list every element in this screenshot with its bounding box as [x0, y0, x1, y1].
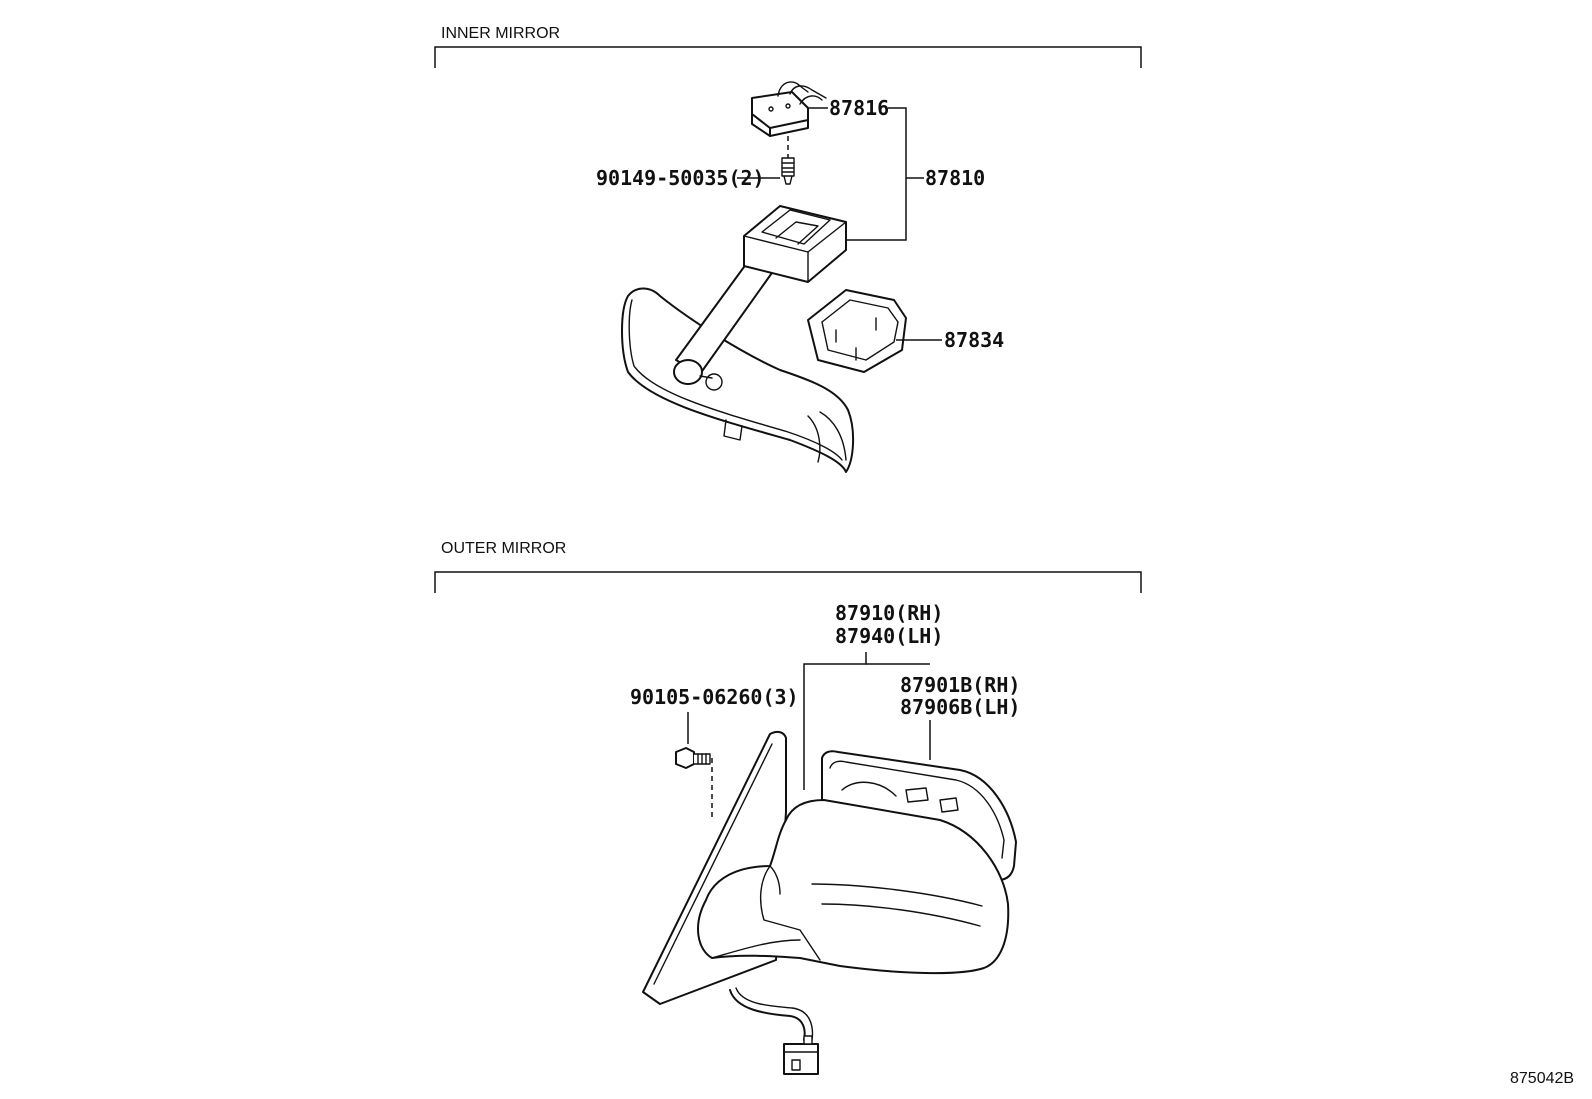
screw-90149 — [781, 136, 795, 185]
part-label-87816: 87816 — [829, 96, 889, 120]
mirror-mount-bracket — [751, 81, 827, 137]
part-label-90105: 90105-06260(3) — [630, 685, 799, 709]
part-label-87910: 87910(RH) — [835, 601, 943, 625]
outer-mirror-assembly — [642, 730, 1017, 1075]
part-label-87834: 87834 — [944, 328, 1004, 352]
part-label-87906b: 87906B(LH) — [900, 695, 1020, 719]
section-title-inner: INNER MIRROR — [441, 25, 560, 42]
figure-ref-code: 875042B — [1510, 1070, 1574, 1087]
leader-87810 — [846, 107, 907, 241]
bolt-90105 — [675, 747, 713, 820]
inner-mirror-assembly — [621, 205, 855, 473]
section-title-outer: OUTER MIRROR — [441, 540, 566, 557]
section-bracket-inner — [434, 46, 1142, 68]
part-label-87940: 87940(LH) — [835, 624, 943, 648]
mirror-stay-cover — [807, 289, 907, 373]
part-label-87901b: 87901B(RH) — [900, 673, 1020, 697]
part-label-90149: 90149-50035(2) — [596, 166, 765, 190]
part-label-87810: 87810 — [925, 166, 985, 190]
section-bracket-outer — [434, 571, 1142, 593]
